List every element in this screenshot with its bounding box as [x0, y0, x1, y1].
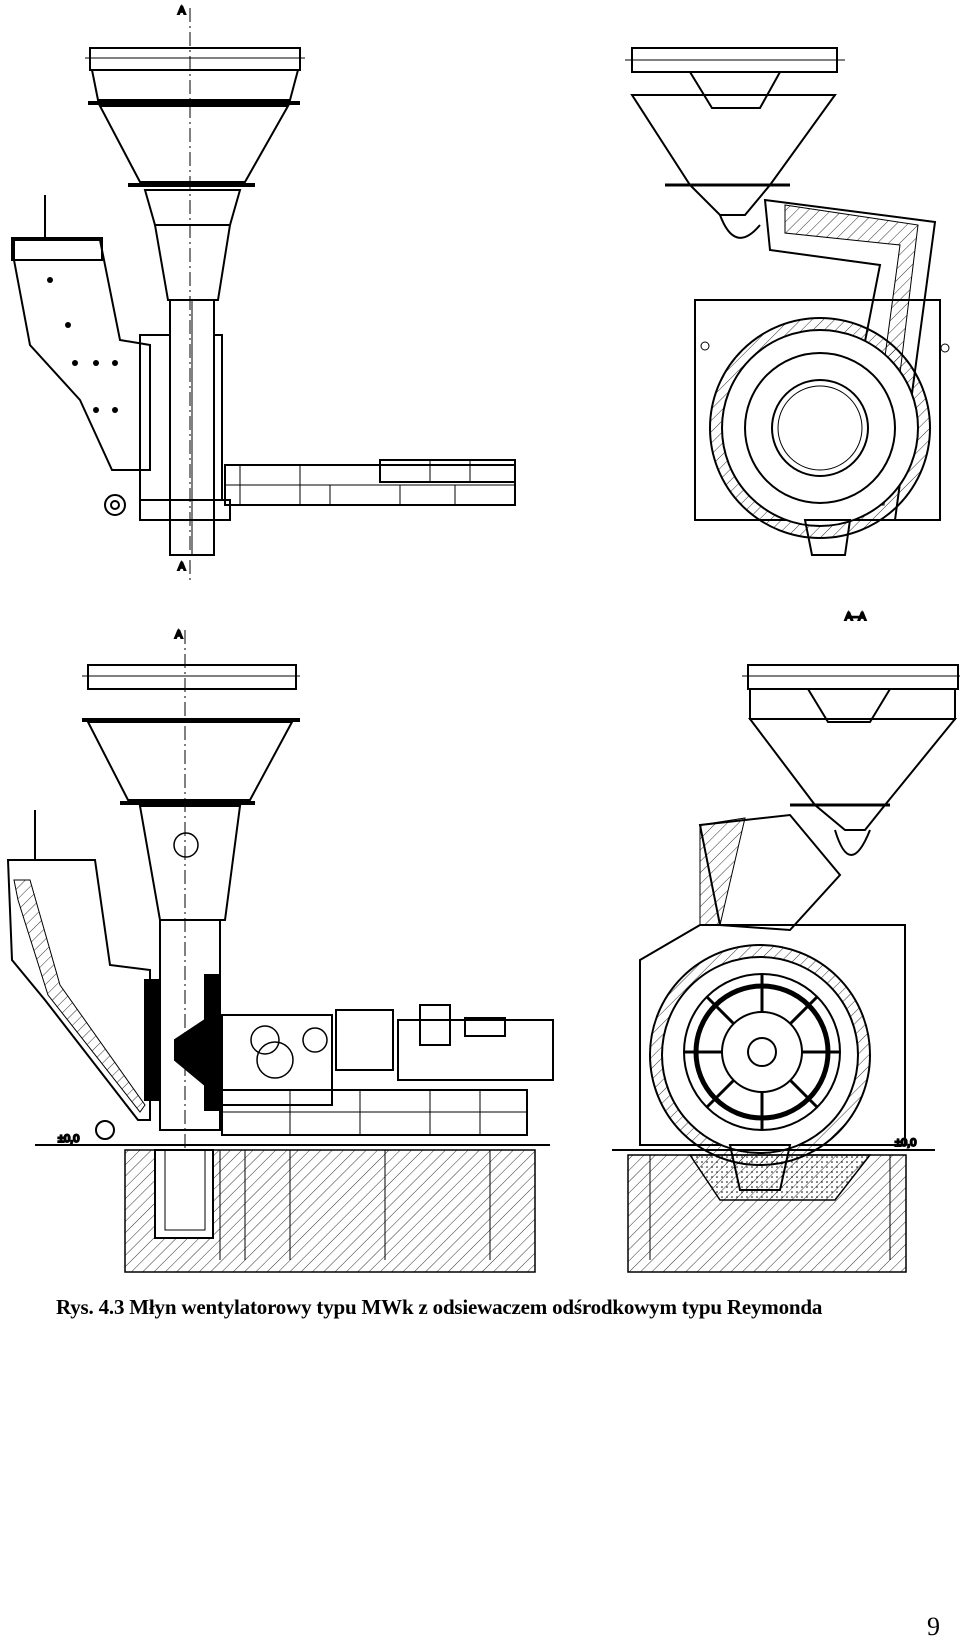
section-marker-bl-top: A	[175, 629, 183, 641]
page-number: 9	[927, 1612, 940, 1641]
elevation-mark-right: ±0,0	[895, 1137, 916, 1149]
view-bottom-right: A–A	[612, 610, 960, 1273]
view-top-left: A A	[11, 4, 516, 580]
technical-drawing: A A	[6, 4, 960, 1273]
section-marker-bottom: A	[178, 561, 186, 573]
elevation-mark-left: ±0,0	[58, 1133, 79, 1145]
figure-caption: Rys. 4.3 Młyn wentylatorowy typu MWk z o…	[56, 1295, 823, 1319]
section-title: A–A	[845, 611, 866, 623]
view-top-right	[625, 47, 950, 556]
view-bottom-left: A A	[6, 628, 554, 1273]
section-marker-top: A	[178, 5, 186, 17]
